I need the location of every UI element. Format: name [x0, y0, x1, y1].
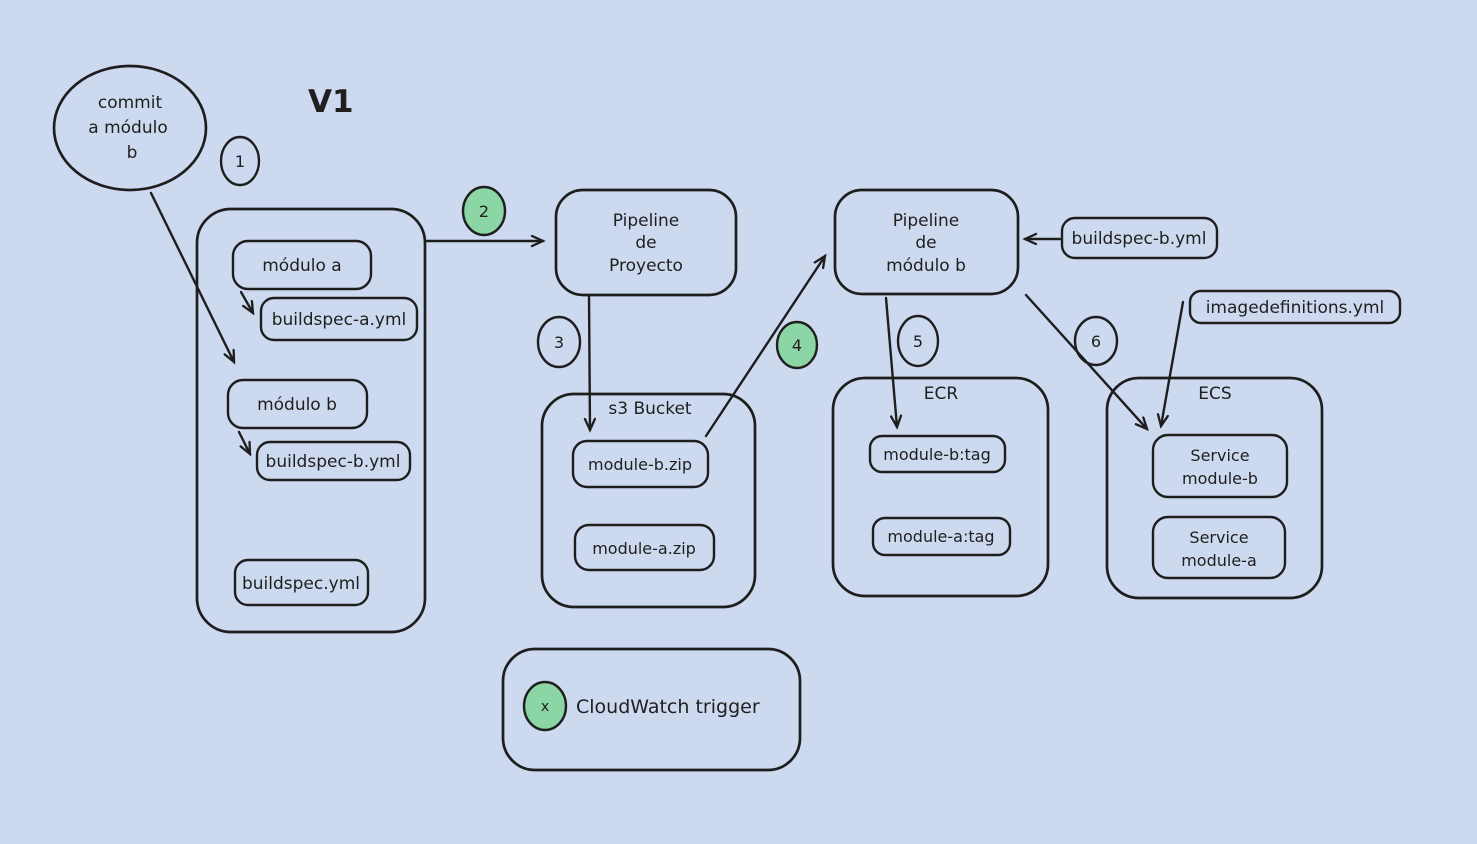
step-1-number: 1 [235, 152, 245, 171]
module-a-tag-label: module-a:tag [887, 527, 994, 546]
service-module-b-line1: Service [1190, 446, 1249, 465]
arrow-s3-to-module-b-pipeline [704, 256, 825, 438]
imagedefinitions-node [1188, 289, 1402, 325]
buildspec-b-node [255, 440, 412, 482]
arrow-module-b-to-buildspec-b [237, 430, 250, 454]
commit-ellipse [52, 64, 208, 192]
buildspec-yml-label: buildspec.yml [242, 574, 360, 594]
arrow-commit-to-module-b [149, 191, 234, 362]
ecr-container [831, 376, 1050, 598]
step-4-number: 4 [792, 336, 802, 355]
ecs-label: ECS [1198, 384, 1231, 404]
legend-container [501, 647, 802, 772]
module-a-zip-node [573, 523, 716, 572]
buildspec-b-external-node [1060, 216, 1219, 260]
module-b-zip-label: module-b.zip [588, 455, 692, 474]
project-pipeline-line1: Pipeline [613, 211, 680, 231]
module-b-tag-label: module-b:tag [883, 445, 991, 464]
module-a-node [231, 239, 373, 291]
module-b-pipeline-line2: de [915, 233, 936, 253]
version-title: V1 [308, 84, 354, 120]
service-module-a-line2: module-a [1181, 551, 1257, 570]
commit-label-line3: b [127, 143, 138, 163]
ecr-label: ECR [924, 384, 959, 404]
arrow-pipeline-to-ecr [884, 296, 897, 427]
arrow-project-pipeline-to-s3 [589, 294, 590, 430]
service-module-b-node [1151, 433, 1289, 499]
commit-label-line1: commit [98, 93, 163, 113]
project-pipeline-node [554, 188, 738, 297]
buildspec-a-label: buildspec-a.yml [272, 310, 407, 330]
module-a-zip-label: module-a.zip [592, 539, 696, 558]
module-b-tag-node [868, 434, 1007, 474]
step-1-badge [219, 135, 261, 187]
step-5-number: 5 [913, 332, 923, 351]
module-a-tag-node [871, 516, 1012, 557]
step-6-number: 6 [1091, 332, 1101, 351]
step-3-badge [536, 315, 582, 369]
step-5-badge [896, 314, 940, 368]
module-b-pipeline-line1: Pipeline [893, 211, 960, 231]
module-b-pipeline-line3: módulo b [886, 256, 966, 276]
legend-trigger-label: CloudWatch trigger [576, 696, 760, 718]
service-module-a-line1: Service [1189, 528, 1248, 547]
service-module-a-node [1151, 515, 1287, 580]
legend-trigger-mark: x [541, 699, 549, 715]
commit-label-line2: a módulo [88, 118, 167, 138]
step-2-number: 2 [479, 202, 489, 221]
step-3-number: 3 [554, 333, 564, 352]
buildspec-a-node [259, 296, 419, 342]
arrow-imagedefinitions-to-ecs [1161, 300, 1185, 426]
buildspec-b-external-label: buildspec-b.yml [1072, 229, 1207, 249]
service-module-b-line2: module-b [1182, 469, 1258, 488]
step-6-badge [1073, 315, 1119, 367]
step-2-badge-trigger [461, 185, 507, 237]
module-b-zip-node [571, 439, 710, 489]
buildspec-b-label: buildspec-b.yml [266, 452, 401, 472]
module-b-node [226, 378, 369, 430]
s3-bucket-label: s3 Bucket [608, 399, 692, 419]
arrow-module-a-to-buildspec-a [239, 290, 253, 313]
ecs-container [1105, 376, 1324, 600]
imagedefinitions-label: imagedefinitions.yml [1206, 298, 1385, 318]
repo-container [195, 207, 427, 634]
module-a-label: módulo a [262, 256, 341, 276]
project-pipeline-line2: de [635, 233, 656, 253]
step-4-badge-trigger [775, 320, 819, 370]
buildspec-yml-node [233, 558, 370, 607]
s3-bucket-container [540, 392, 757, 609]
module-b-label: módulo b [257, 395, 337, 415]
legend-trigger-badge [522, 680, 568, 732]
project-pipeline-line3: Proyecto [609, 256, 683, 276]
module-b-pipeline-node [833, 188, 1020, 296]
arrow-pipeline-to-ecs [1024, 293, 1147, 429]
